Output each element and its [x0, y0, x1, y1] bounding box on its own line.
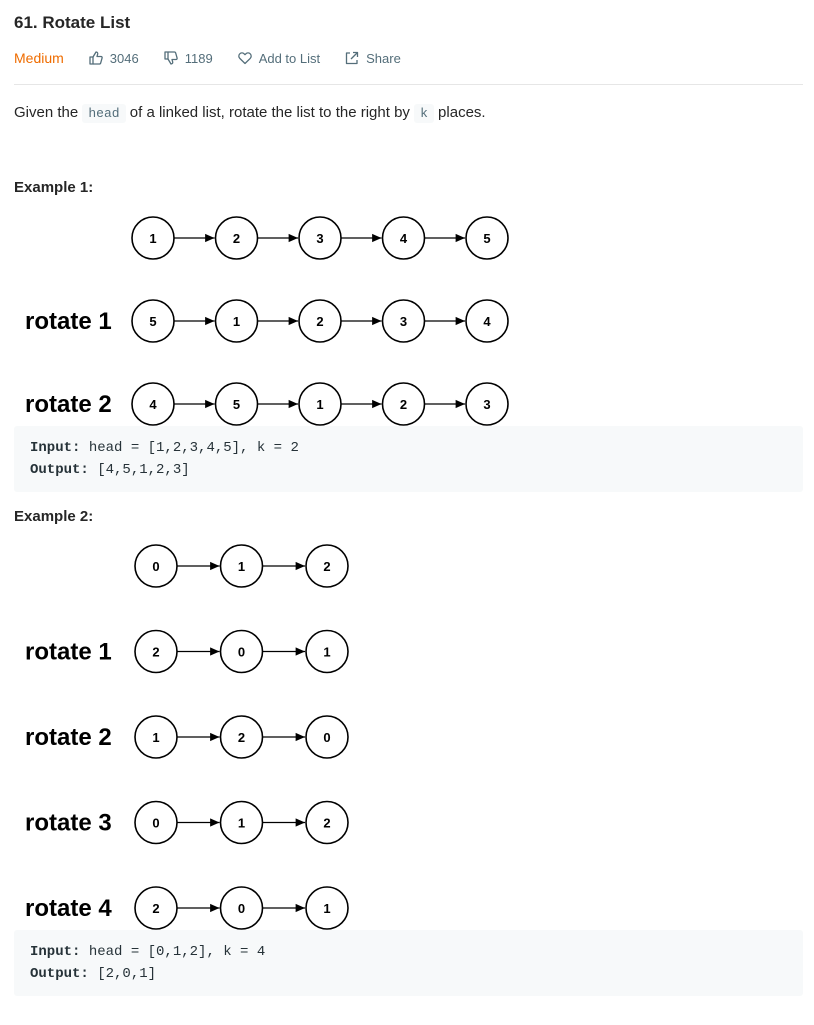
input-key: Input: — [30, 440, 81, 456]
node-value: 2 — [152, 901, 159, 916]
node-value: 1 — [149, 231, 156, 246]
like-count: 3046 — [109, 50, 139, 66]
node-value: 1 — [323, 645, 330, 660]
list-row: rotate 1 5 1 2 3 4 — [25, 299, 509, 343]
node-value: 0 — [238, 901, 245, 916]
example-2-output: Output: [2,0,1] — [30, 963, 787, 985]
node-value: 5 — [149, 314, 156, 329]
inline-code-head: head — [82, 104, 126, 123]
node-value: 2 — [233, 231, 240, 246]
list-node — [305, 544, 349, 588]
rotate-label: rotate 1 — [25, 639, 112, 666]
list-node — [305, 886, 349, 930]
node-value: 1 — [316, 397, 323, 412]
list-row: 1 2 3 4 5 — [131, 216, 509, 260]
problem-description: Given the head of a linked list, rotate … — [14, 102, 486, 125]
difficulty-badge: Medium — [14, 50, 64, 66]
list-row: rotate 2 4 5 1 2 3 — [25, 382, 509, 426]
node-value: 3 — [316, 231, 323, 246]
problem-title: 61. Rotate List — [14, 13, 131, 32]
node-value: 1 — [238, 559, 245, 574]
example-1-output: Output: [4,5,1,2,3] — [30, 459, 787, 481]
rotate-label: rotate 3 — [25, 810, 112, 837]
node-value: 3 — [400, 314, 407, 329]
description-text: Given the — [14, 104, 83, 121]
dislike-count: 1189 — [184, 50, 213, 66]
list-row: rotate 1 2 0 1 — [25, 629, 349, 674]
output-key: Output: — [30, 462, 89, 478]
thumbs-down-icon — [164, 51, 178, 65]
node-value: 3 — [483, 397, 490, 412]
example-2-input: Input: head = [0,1,2], k = 4 — [30, 941, 787, 963]
node-value: 2 — [400, 397, 407, 412]
rotate-label: rotate 2 — [25, 391, 112, 418]
list-node — [465, 382, 509, 426]
inline-code-k: k — [414, 104, 434, 123]
node-value: 2 — [323, 559, 330, 574]
list-node — [465, 216, 509, 260]
example-2-io: Input: head = [0,1,2], k = 4 Output: [2,… — [14, 930, 803, 996]
input-value: head = [1,2,3,4,5], k = 2 — [80, 440, 299, 456]
example-1-io: Input: head = [1,2,3,4,5], k = 2 Output:… — [14, 426, 803, 492]
add-to-list-label: Add to List — [258, 50, 321, 66]
output-value: [4,5,1,2,3] — [88, 462, 190, 478]
share-label: Share — [366, 50, 401, 66]
rotate-label: rotate 4 — [25, 895, 112, 922]
heart-icon — [237, 52, 252, 65]
list-row: rotate 2 1 2 0 — [25, 715, 349, 759]
output-key: Output: — [30, 966, 89, 982]
problem-meta-bar: Medium 3046 1189 Add to List Share — [14, 48, 425, 68]
list-node — [305, 629, 349, 674]
node-value: 2 — [316, 314, 323, 329]
node-value: 5 — [483, 231, 490, 246]
example-1-input: Input: head = [1,2,3,4,5], k = 2 — [30, 437, 787, 459]
input-key: Input: — [30, 944, 81, 960]
node-value: 5 — [233, 397, 240, 412]
list-node — [305, 800, 349, 845]
node-value: 4 — [483, 314, 491, 329]
node-value: 4 — [400, 231, 408, 246]
list-node — [305, 715, 349, 759]
rotate-label: rotate 1 — [25, 308, 112, 335]
like-button[interactable]: 3046 — [88, 50, 139, 66]
example-1-diagram: 1 2 3 4 5 rotate 1 5 1 2 3 4 rotate 2 4 5 1 2 3 — [25, 216, 509, 426]
header-divider — [14, 84, 803, 85]
rotate-label: rotate 2 — [25, 724, 112, 751]
description-text: places. — [433, 104, 486, 121]
example-1-heading: Example 1: — [14, 179, 94, 196]
share-icon — [345, 51, 359, 65]
description-text: of a linked list, rotate the list to the… — [125, 104, 415, 121]
node-value: 2 — [238, 730, 245, 745]
list-row: rotate 3 0 1 2 — [25, 800, 349, 845]
node-value: 0 — [238, 645, 245, 660]
thumbs-up-icon — [89, 51, 103, 65]
dislike-button[interactable]: 1189 — [163, 50, 213, 66]
node-value: 1 — [238, 816, 245, 831]
node-value: 0 — [152, 816, 159, 831]
node-value: 4 — [149, 397, 157, 412]
node-value: 0 — [323, 730, 330, 745]
node-value: 1 — [152, 730, 159, 745]
share-button[interactable]: Share — [344, 50, 401, 66]
input-value: head = [0,1,2], k = 4 — [80, 944, 266, 960]
node-value: 0 — [152, 559, 159, 574]
node-value: 2 — [152, 645, 159, 660]
output-value: [2,0,1] — [88, 966, 157, 982]
list-node — [465, 299, 509, 343]
list-row: 0 1 2 — [134, 544, 349, 588]
node-value: 2 — [323, 816, 330, 831]
add-to-list-button[interactable]: Add to List — [237, 50, 320, 66]
list-row: rotate 4 2 0 1 — [25, 886, 349, 930]
node-value: 1 — [323, 901, 330, 916]
example-2-heading: Example 2: — [14, 508, 94, 525]
node-value: 1 — [233, 314, 240, 329]
